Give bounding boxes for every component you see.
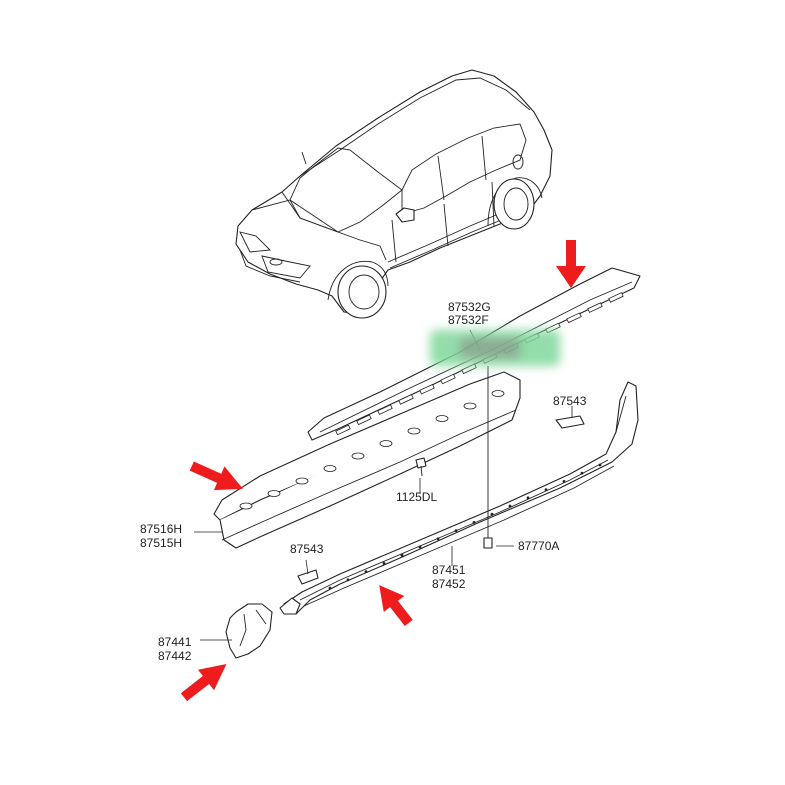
label-screw: 1125DL [396, 490, 437, 504]
label-guard-upper: 87441 [158, 635, 192, 649]
cover-slot [335, 424, 351, 436]
blurred-watermark [430, 330, 560, 366]
cover-slot [587, 302, 603, 313]
step-rivet [526, 496, 530, 500]
step-rivets [328, 463, 602, 590]
bracket-hole [351, 452, 365, 460]
bracket-hole [435, 415, 449, 422]
step-rivet [508, 504, 512, 508]
step-rivet [544, 488, 548, 491]
cover-slot [377, 404, 393, 415]
step-rivet [382, 562, 386, 565]
clip-left [297, 569, 319, 585]
label-guard-lower: 87442 [158, 649, 192, 663]
cover-slot [419, 383, 435, 395]
step-rivet [472, 521, 476, 524]
step-rivet [598, 463, 602, 467]
bracket-hole [295, 477, 309, 485]
step-rivet [490, 512, 494, 516]
step-rivet [364, 570, 368, 573]
bracket-hole [491, 390, 505, 397]
step-rivet [436, 537, 440, 541]
label-step-lower: 87452 [432, 577, 466, 591]
label-rivet: 87770A [518, 539, 559, 553]
step-rivet [418, 545, 422, 549]
vehicle-illustration [235, 69, 553, 319]
side-step [279, 381, 639, 615]
red-arrow-guard [180, 663, 227, 702]
mud-guard [225, 603, 273, 659]
label-cover-lower: 87532F [448, 313, 489, 327]
label-cover-upper: 87532G [448, 300, 491, 314]
cover-slot [356, 414, 372, 426]
label-step-upper: 87451 [432, 563, 466, 577]
bracket-hole [379, 440, 393, 447]
rivet-icon [483, 366, 493, 549]
cover-slot [566, 312, 582, 324]
label-clip-left: 87543 [290, 542, 324, 556]
bracket-hole [323, 465, 337, 472]
step-rivet [400, 553, 404, 557]
bracket-hole [407, 427, 421, 435]
bracket [213, 371, 521, 549]
cover-slot [398, 394, 414, 405]
step-rivet [580, 471, 584, 475]
label-bracket-upper: 87516H [140, 522, 182, 536]
step-rivet [562, 480, 566, 483]
screw-icon [415, 457, 427, 477]
step-rivet [454, 529, 458, 532]
bracket-hole [267, 490, 281, 497]
red-arrow-step [379, 585, 413, 626]
step-rivet [346, 578, 350, 582]
red-arrow-upper-right [556, 240, 586, 288]
bracket-holes [239, 390, 505, 510]
red-arrow-left [189, 461, 243, 491]
label-clip-right: 87543 [553, 394, 587, 408]
step-rivet [328, 586, 332, 590]
bracket-hole [463, 402, 477, 410]
cover-slot [608, 292, 624, 303]
label-bracket-lower: 87515H [140, 536, 182, 550]
bracket-hole [239, 502, 253, 510]
clip-right [555, 415, 585, 429]
cover-slot [440, 373, 456, 385]
